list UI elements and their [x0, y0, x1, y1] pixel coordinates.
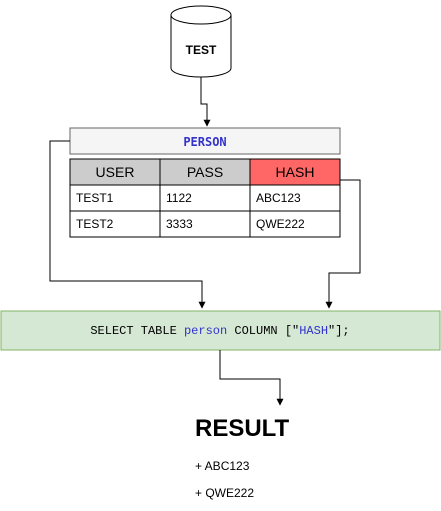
query-to-result-connector: [219, 350, 284, 406]
query-suffix: "];: [328, 324, 350, 338]
table-cell: ABC123: [256, 191, 301, 205]
query-prefix: SELECT TABLE: [90, 324, 184, 338]
database-label: TEST: [186, 43, 217, 57]
header-hash: HASH: [276, 164, 315, 180]
query-table-name: person: [184, 324, 227, 338]
table-cell: QWE222: [256, 217, 305, 231]
query-box: SELECT TABLE person COLUMN ["HASH"];: [0, 310, 441, 351]
header-cell-hash-bg: [249, 158, 341, 186]
database-cylinder: TEST: [170, 5, 232, 78]
result-item: + QWE222: [195, 486, 254, 500]
header-pass: PASS: [187, 164, 223, 180]
result-item: + ABC123: [195, 459, 250, 473]
table-title: PERSON: [183, 135, 226, 149]
header-user: USER: [96, 164, 135, 180]
table-cell: 3333: [166, 217, 193, 231]
query-column-name: HASH: [299, 324, 328, 338]
header-cell-user-bg: [69, 158, 161, 186]
table-to-query-connector: [49, 140, 206, 309]
table-cell: TEST2: [76, 217, 114, 231]
result-title: RESULT: [195, 415, 290, 442]
table-cell: TEST1: [76, 191, 114, 205]
query-middle: COLUMN [": [227, 324, 299, 338]
query-statement: SELECT TABLE person COLUMN ["HASH"];: [90, 324, 349, 338]
table-cell: 1122: [166, 191, 192, 205]
person-table: USER PASS HASH TEST1 1122 ABC123 TEST2 3…: [69, 158, 341, 238]
db-to-table-connector: [200, 77, 211, 127]
table-title-box: PERSON: [69, 127, 341, 155]
hash-to-query-connector: [325, 179, 361, 309]
